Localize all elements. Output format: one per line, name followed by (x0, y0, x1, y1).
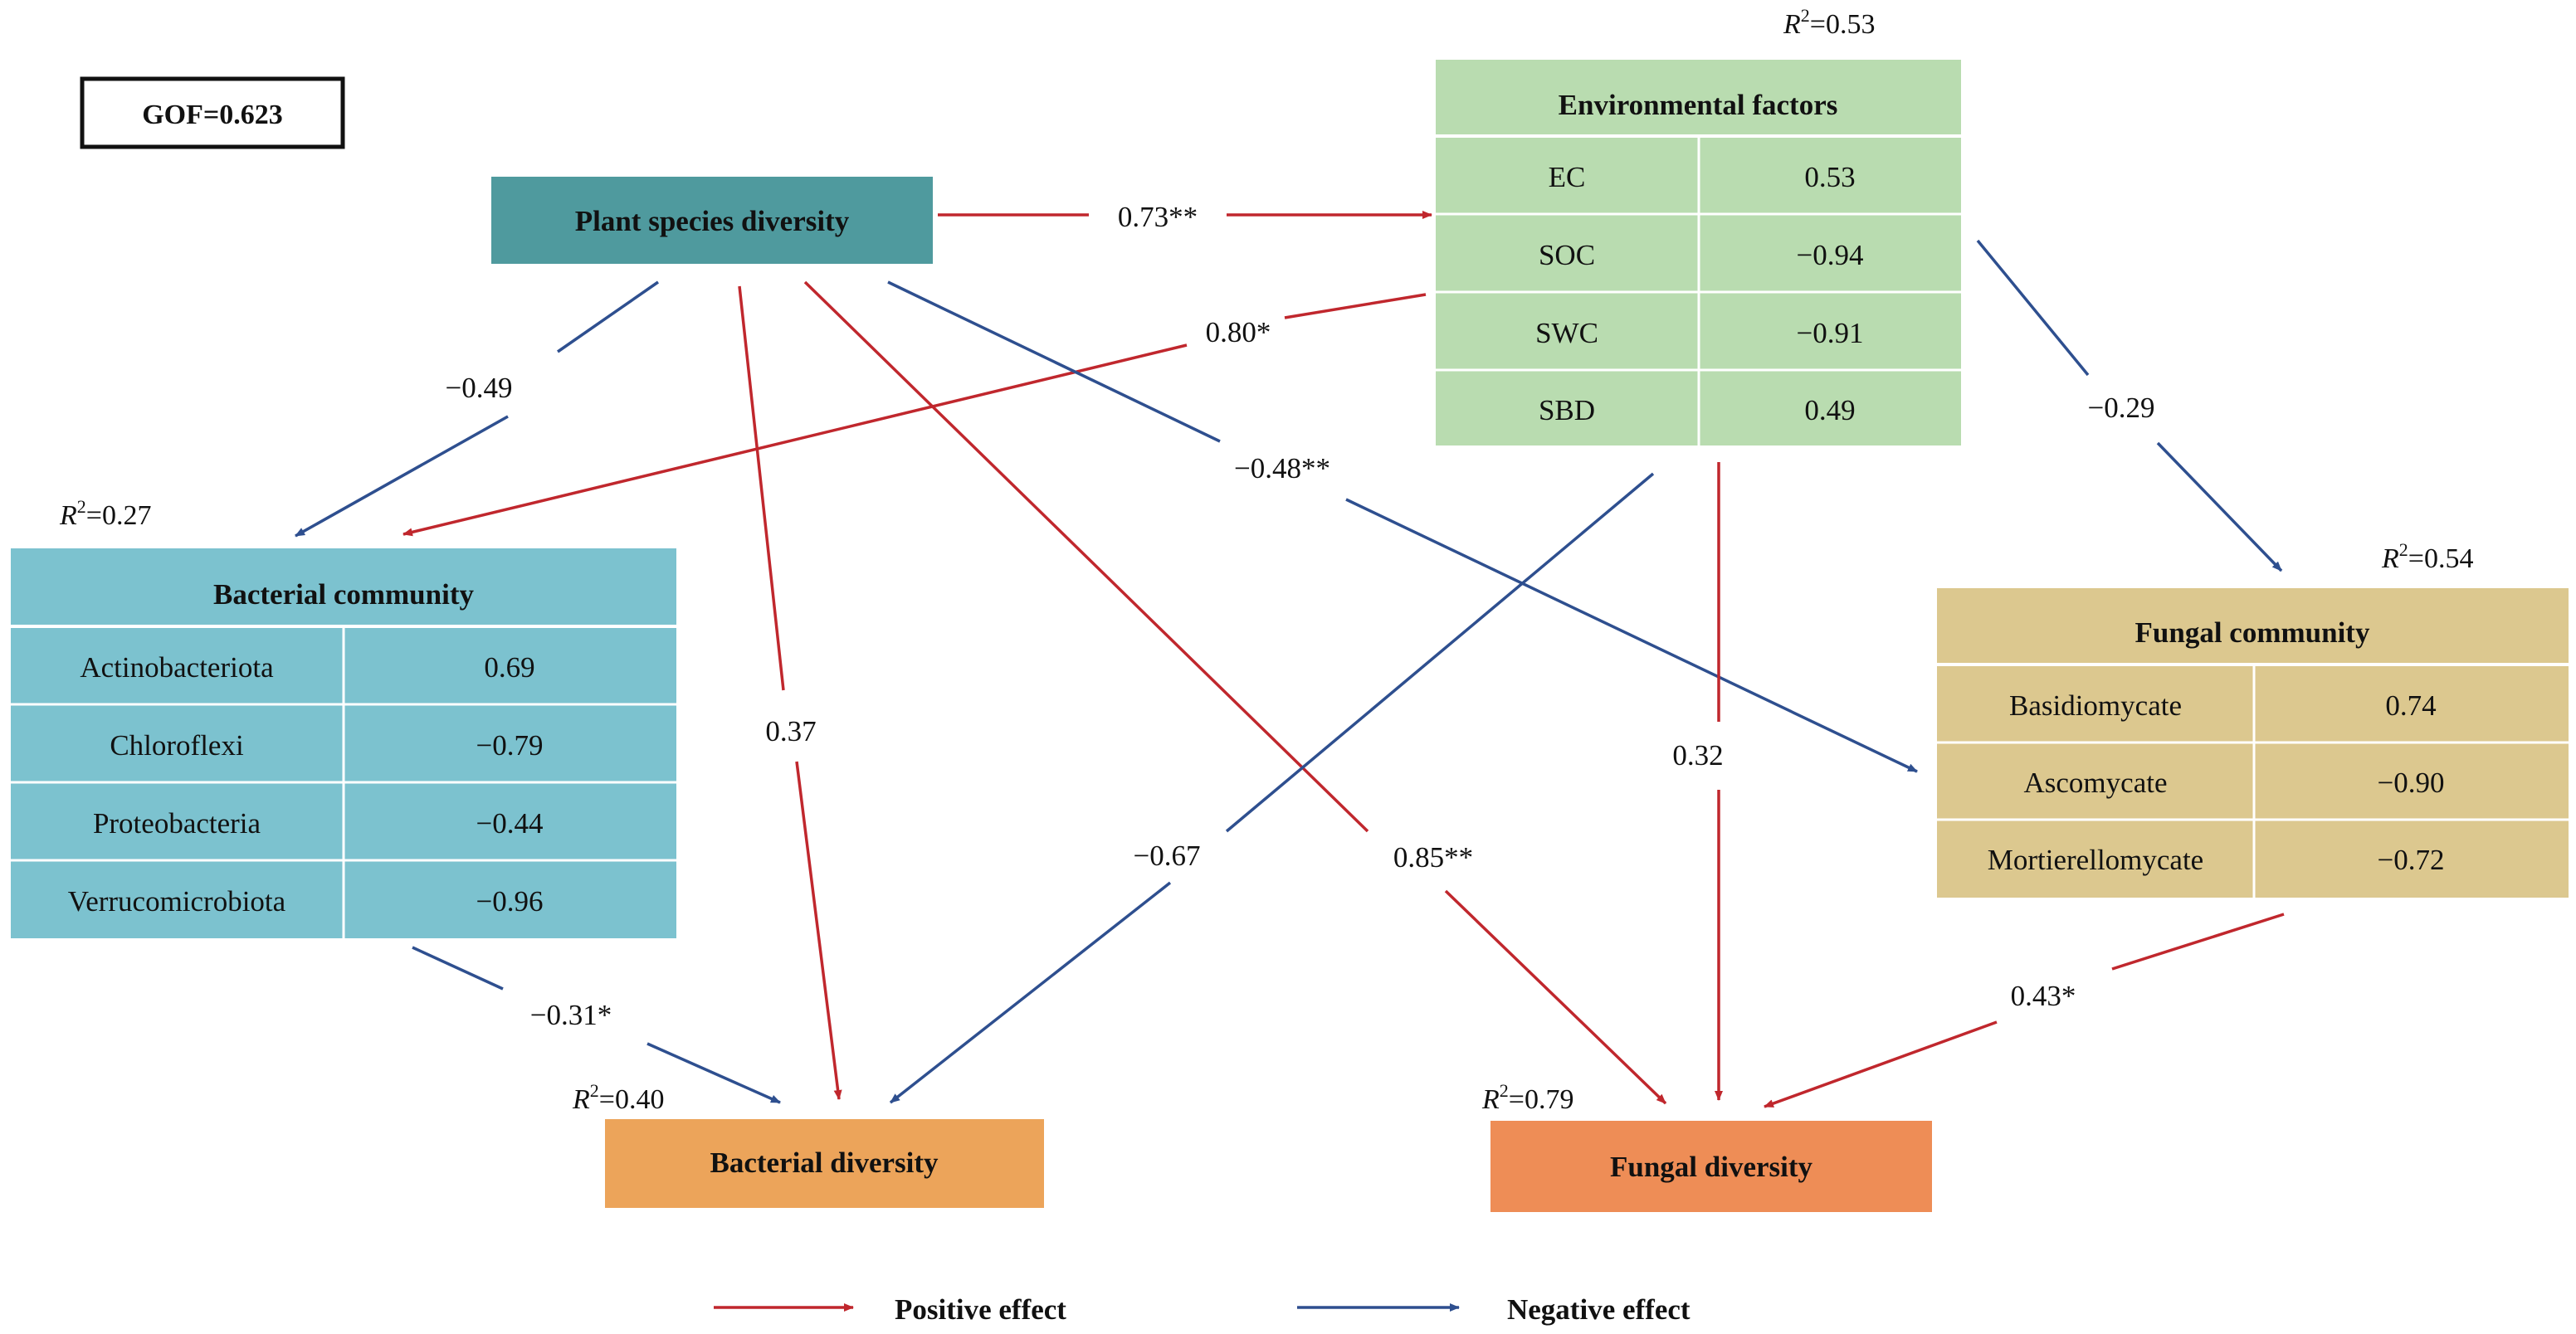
path-env-bac-arrow (402, 343, 1188, 537)
fungal-community-row-value: −0.72 (2378, 844, 2445, 876)
plant-node-title: Plant species diversity (575, 205, 850, 237)
path-plant-bacdiv-arrow (795, 761, 842, 1100)
environment-node: R2=0.53 Environmental factors EC 0.53 SO… (1436, 5, 1961, 445)
environment-row-label: SBD (1539, 394, 1595, 426)
fungal-community-row-value: 0.74 (2385, 689, 2436, 722)
path-label-fun-fundiv: 0.43* (2011, 980, 2076, 1012)
bacterial-diversity-node-box (605, 1119, 1044, 1208)
bacterial-community-row-value: −0.44 (476, 807, 544, 840)
fungal-community-row-label: Mortierellomycate (1988, 844, 2203, 876)
legend-positive-label: Positive effect (895, 1293, 1066, 1326)
bacterial-community-row-value: −0.96 (476, 885, 544, 918)
plant-node-box (491, 177, 933, 264)
path-bac-bacdiv-arrow (646, 1042, 781, 1104)
bacterial-diversity-node-title: Bacterial diversity (710, 1147, 939, 1179)
environment-row-value: −0.94 (1797, 239, 1864, 271)
environment-row-label: SOC (1539, 239, 1595, 271)
bacterial-community-row-label: Verrucomicrobiota (68, 885, 286, 918)
bacterial-community-row-value: −0.79 (476, 729, 544, 762)
path-label-plant-bac: −0.49 (446, 372, 513, 404)
fungal-diversity-node-title: Fungal diversity (1610, 1151, 1813, 1183)
fungal-community-row-label: Basidiomycate (2009, 689, 2182, 722)
fungal-diversity-node: R2=0.79 Fungal diversity (1481, 1080, 1932, 1212)
environment-r2: R2=0.53 (1783, 5, 1875, 40)
bacterial-community-row-label: Proteobacteria (93, 807, 261, 840)
fungal-diversity-r2: R2=0.79 (1481, 1080, 1573, 1115)
environment-node-title: Environmental factors (1559, 89, 1838, 121)
path-label-env-bacdiv: −0.67 (1134, 840, 1201, 872)
fungal-community-node-title: Fungal community (2135, 616, 2370, 649)
path-plant-bacdiv-segment (738, 285, 785, 691)
path-plant-bac-segment (557, 280, 659, 353)
bacterial-community-node: R2=0.27 Bacterial community Actinobacter… (11, 496, 676, 938)
path-env-fun-segment (1976, 239, 2090, 377)
path-labels: 0.73** −0.49 0.80* 0.37 0.85** −0.48** −… (446, 201, 2155, 1031)
path-label-env-bac: 0.80* (1206, 316, 1271, 348)
path-plant-fun-arrow (1345, 498, 1918, 773)
path-env-bacdiv-segment (1225, 472, 1655, 833)
fungal-community-row-label: Ascomycate (2024, 767, 2168, 799)
path-label-env-fun: −0.29 (2088, 392, 2155, 424)
path-label-plant-bacdiv: 0.37 (765, 715, 816, 747)
bacterial-community-r2: R2=0.27 (59, 496, 151, 531)
bacterial-diversity-node: R2=0.40 Bacterial diversity (572, 1080, 1044, 1208)
path-label-bac-bacdiv: −0.31* (530, 999, 612, 1031)
legend: Positive effect Negative effect (714, 1293, 1690, 1326)
fungal-community-row-value: −0.90 (2378, 767, 2445, 799)
fungal-diversity-node-box (1490, 1121, 1932, 1212)
path-fun-fundiv-segment (2111, 913, 2285, 971)
path-env-bac-segment (1284, 293, 1427, 319)
path-label-plant-fundiv: 0.85** (1393, 841, 1473, 874)
fungal-community-node: R2=0.54 Fungal community Basidiomycate 0… (1937, 539, 2569, 898)
gof-box: GOF=0.623 (80, 76, 345, 149)
bacterial-community-row-value: 0.69 (484, 651, 534, 684)
environment-row-value: 0.53 (1804, 161, 1855, 193)
path-label-plant-fun: −0.48** (1234, 452, 1330, 484)
bacterial-community-row-label: Actinobacteriota (80, 651, 274, 684)
path-bac-bacdiv-segment (412, 946, 504, 991)
path-label-env-fundiv: 0.32 (1672, 739, 1723, 772)
fungal-community-r2: R2=0.54 (2381, 539, 2473, 574)
gof-label: GOF=0.623 (142, 100, 283, 130)
path-env-fun-arrow (2156, 441, 2283, 572)
path-plant-fun-segment (887, 280, 1221, 443)
path-plant-fundiv-segment (803, 280, 1369, 833)
paths (295, 211, 2285, 1108)
legend-negative-label: Negative effect (1507, 1293, 1690, 1326)
bacterial-diversity-r2: R2=0.40 (572, 1080, 664, 1115)
bacterial-community-row-label: Chloroflexi (110, 729, 244, 762)
path-label-plant-env: 0.73** (1118, 201, 1198, 233)
environment-row-value: 0.49 (1804, 394, 1855, 426)
environment-row-value: −0.91 (1797, 317, 1864, 349)
path-plant-bac-arrow (295, 415, 509, 538)
path-plant-fundiv-arrow (1444, 889, 1667, 1105)
bacterial-community-node-title: Bacterial community (213, 578, 474, 611)
environment-row-label: SWC (1535, 317, 1598, 349)
environment-row-label: EC (1549, 161, 1586, 193)
path-fun-fundiv-arrow (1764, 1020, 1998, 1108)
plant-node: Plant species diversity (491, 177, 933, 264)
path-env-bacdiv-arrow (889, 881, 1172, 1104)
